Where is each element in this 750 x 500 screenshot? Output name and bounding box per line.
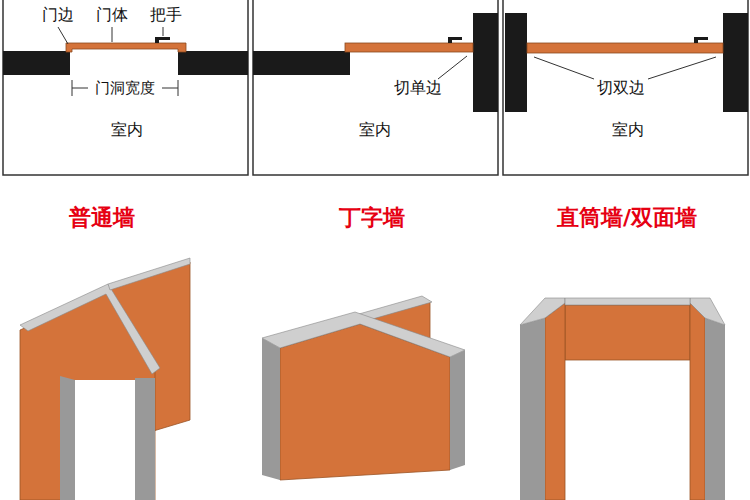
section-heading: 丁字墙	[339, 206, 405, 230]
section-heading: 普通墙	[69, 206, 135, 230]
section-heading: 直筒墙/双面墙	[557, 206, 697, 230]
part-name: 门体	[96, 6, 128, 24]
room-label: 室内	[111, 121, 143, 139]
room-label: 室内	[359, 121, 391, 139]
callout-label: 切单边	[394, 79, 442, 97]
part-name: 把手	[150, 6, 182, 24]
part-name: 门边	[42, 6, 74, 24]
callout-label: 切双边	[597, 79, 645, 97]
room-label: 室内	[612, 121, 644, 139]
dimension-label: 门洞宽度	[95, 80, 155, 97]
